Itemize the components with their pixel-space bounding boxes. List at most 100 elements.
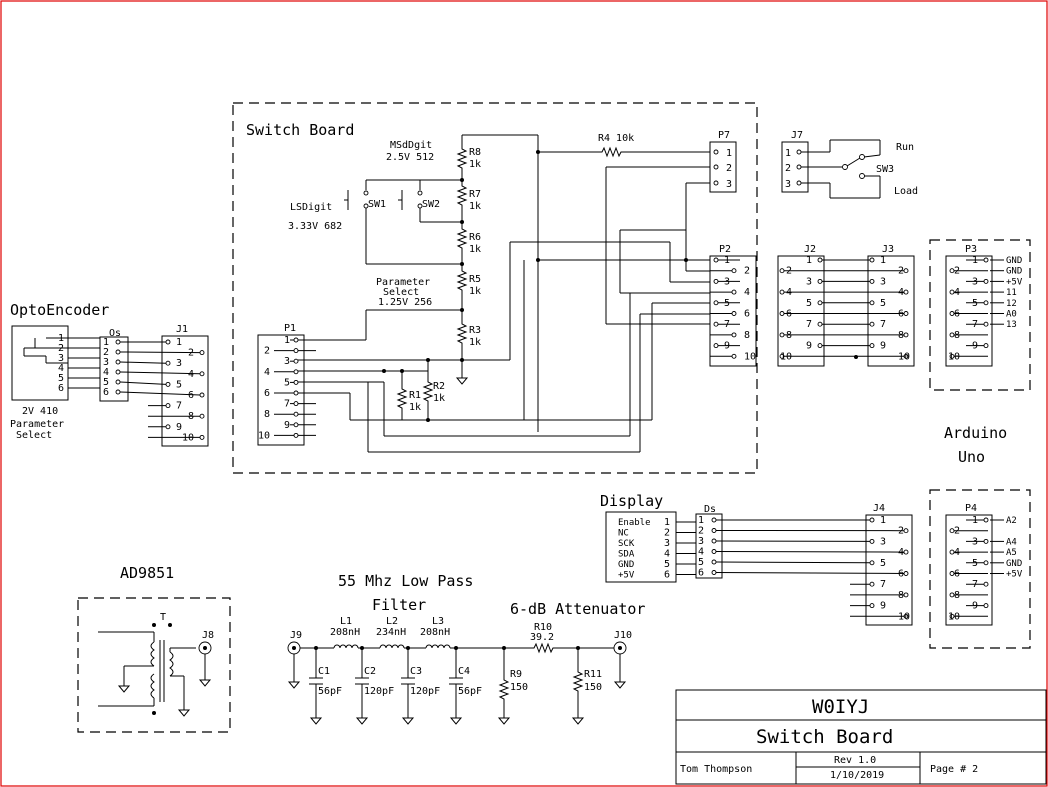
svg-text:J2: J2 — [804, 244, 816, 255]
svg-text:J4: J4 — [873, 503, 885, 514]
p3-pin — [983, 300, 989, 306]
ds-pin — [711, 528, 717, 533]
svg-text:SW1: SW1 — [368, 199, 386, 210]
j2-pin-label: 5 — [806, 298, 812, 309]
svg-text:R11: R11 — [584, 669, 602, 680]
j3-pin — [903, 332, 909, 338]
display-signal: SCK — [618, 539, 635, 549]
j2-pin — [779, 268, 785, 274]
svg-text:1k: 1k — [469, 286, 481, 297]
msd-value: 2.5V 512 — [386, 152, 434, 163]
p3-pin — [983, 321, 989, 327]
j2-pin — [817, 343, 823, 349]
j4-pin-label: 5 — [880, 558, 886, 569]
p1-pin — [293, 390, 299, 396]
j2-pin — [817, 278, 823, 284]
j1-pin-label: 6 — [188, 390, 194, 401]
j1-pin — [199, 413, 205, 419]
j3-pin-label: 10 — [898, 351, 910, 362]
display-signal: SDA — [618, 550, 635, 560]
param-value: 1.25V 256 — [378, 297, 432, 308]
j3-pin — [903, 289, 909, 295]
svg-text:J10: J10 — [614, 630, 632, 641]
p2-pin-label: 4 — [744, 287, 750, 298]
r3: R3 1k — [469, 325, 481, 348]
j4-pin — [903, 528, 909, 534]
j2-pin — [779, 289, 785, 295]
svg-text:150: 150 — [510, 682, 528, 693]
p4-pin — [983, 581, 989, 587]
l3: L3 208nH — [420, 616, 451, 649]
title-author: Tom Thompson — [680, 764, 752, 775]
p1-pin-label: 5 — [284, 377, 290, 388]
p3-signal: 11 — [1006, 288, 1017, 298]
display-pin-label: 2 — [664, 528, 670, 539]
c1-label: C1 — [318, 666, 330, 677]
ds-pin — [711, 538, 717, 544]
r11: R11 150 — [572, 648, 602, 725]
p4-signal: +5V — [1006, 570, 1023, 580]
svg-text:2: 2 — [726, 163, 732, 174]
msd-label: MSdDgit — [390, 140, 432, 151]
os-pin-label: 4 — [103, 367, 109, 378]
j3-pin — [869, 257, 875, 263]
svg-text:R7: R7 — [469, 189, 481, 200]
svg-text:1: 1 — [726, 148, 732, 159]
title-name: Switch Board — [756, 726, 893, 748]
opto-pin-label: 3 — [58, 353, 64, 364]
opto-pin-label: 6 — [58, 383, 64, 394]
p2-pin-label: 8 — [744, 330, 750, 341]
p1-pin — [293, 369, 299, 375]
r10: R10 39.2 — [529, 622, 558, 653]
svg-text:L1: L1 — [340, 616, 352, 627]
j3-pin — [869, 321, 875, 327]
ds-pin-label: 1 — [698, 515, 704, 526]
attenuator-title: 6-dB Attenuator — [510, 600, 645, 618]
j2-pin-label: 9 — [806, 341, 812, 352]
svg-text:P7: P7 — [718, 130, 730, 141]
p3-signal: 13 — [1006, 320, 1017, 330]
svg-text:R2: R2 — [433, 381, 445, 392]
display-pin-label: 3 — [664, 538, 670, 549]
p3-pin — [983, 278, 989, 284]
j4-pin — [869, 603, 875, 609]
p1-pin — [293, 358, 299, 364]
display-pin-label: 1 — [664, 517, 670, 528]
display-pin-label: 6 — [664, 570, 670, 581]
c4-label: C4 — [458, 666, 470, 677]
ds-pin — [711, 549, 717, 554]
os-pin-label: 5 — [103, 377, 109, 388]
svg-text:1k: 1k — [469, 337, 481, 348]
svg-text:R1: R1 — [409, 390, 421, 401]
p4-signal: A5 — [1006, 548, 1017, 558]
ds-pin — [711, 517, 717, 523]
os-pin-label: 6 — [103, 387, 109, 398]
p4-pin — [983, 560, 989, 566]
os-pin-label: 3 — [103, 357, 109, 368]
os-pin-label: 2 — [103, 347, 109, 358]
svg-text:P1: P1 — [284, 323, 296, 334]
opto-voltage: 2V 410 — [22, 406, 58, 417]
ds-connector: Ds — [695, 504, 723, 579]
j4-pin-label: 10 — [898, 611, 910, 622]
svg-text:R6: R6 — [469, 232, 481, 243]
svg-text:T: T — [160, 612, 166, 623]
p1-pin — [293, 401, 299, 407]
display-block — [605, 511, 677, 583]
j4-pin — [903, 571, 909, 576]
j1-pin — [199, 434, 205, 440]
p1-pin-label: 1 — [284, 335, 290, 346]
r2: R2 1k — [433, 381, 445, 404]
opto-encoder-block — [11, 325, 69, 401]
j1-pin-label: 4 — [188, 369, 194, 380]
j4-pin-label: 6 — [898, 569, 904, 580]
p1-pin — [293, 422, 299, 428]
r1: R1 1k — [409, 390, 421, 413]
j4-pin — [869, 517, 875, 523]
j3-connector: J3 — [867, 244, 915, 367]
